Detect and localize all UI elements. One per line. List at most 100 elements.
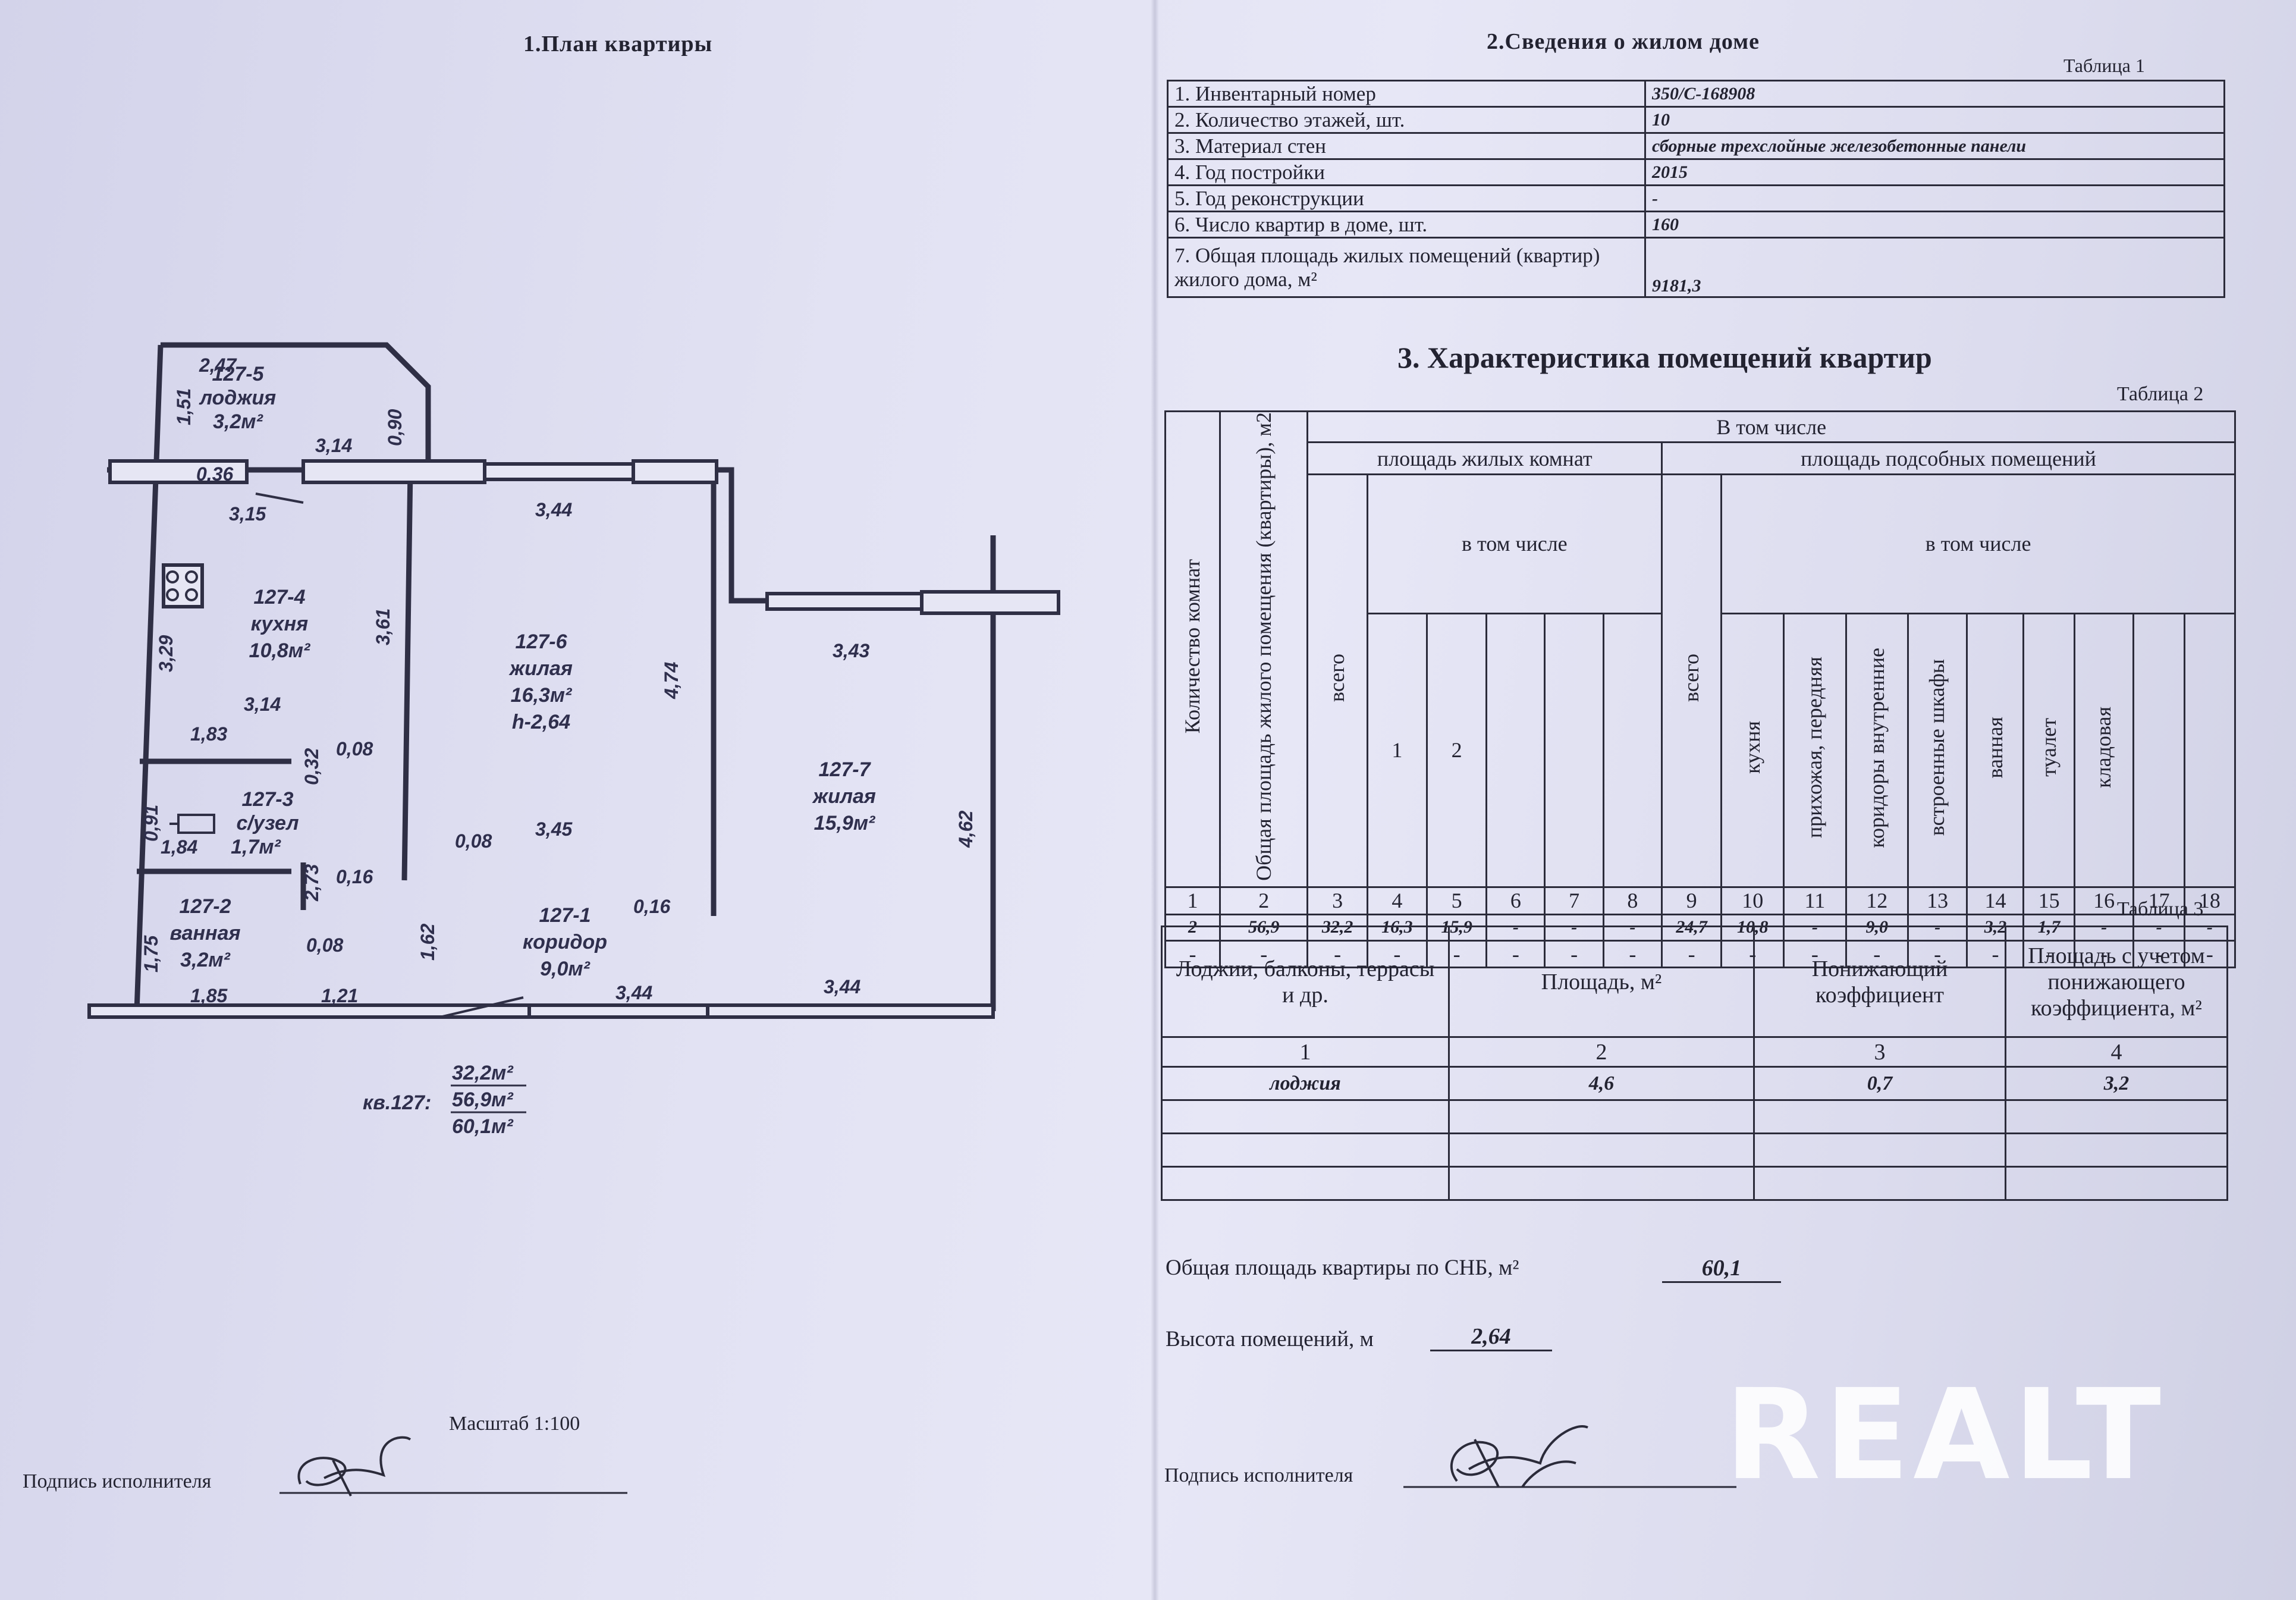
room-label-kitchen-name: кухня — [251, 613, 308, 635]
apt-number: кв.127: — [363, 1091, 431, 1114]
room-label-kitchen-id: 127-4 — [254, 586, 306, 608]
t1-value: 9181,3 — [1644, 237, 2225, 298]
t2-head-room2: 2 — [1425, 612, 1488, 888]
room-height-label: Высота помещений, м — [1166, 1327, 1374, 1351]
t2-num: 5 — [1425, 886, 1488, 915]
signature-label-left: Подпись исполнителя — [23, 1470, 212, 1492]
t1-label: 7. Общая площадь жилых помещений (кварти… — [1167, 237, 1646, 298]
dim-label: 1,85 — [190, 985, 228, 1006]
dim-label: 3,14 — [244, 694, 281, 715]
t1-label: 2. Количество этажей, шт. — [1167, 106, 1646, 134]
t1-value: 10 — [1644, 106, 2225, 134]
section3-title: 3. Характеристика помещений квартир — [1397, 341, 1932, 374]
plan-scale: Масштаб 1:100 — [449, 1413, 580, 1435]
t2-head-closets: встроенные шкафы — [1925, 659, 1949, 836]
total-area-value: 60,1 — [1662, 1255, 1781, 1283]
t2-num: 15 — [2022, 886, 2075, 915]
t2-head-incl: В том числе — [1306, 410, 2236, 443]
dim-label: 3,14 — [315, 435, 352, 456]
t2-head-corridors: коридоры внутренние — [1864, 647, 1889, 848]
dim-label: 4,62 — [955, 811, 976, 848]
dim-label: 2,73 — [301, 864, 322, 902]
t3-head: Площадь, м² — [1448, 926, 1755, 1038]
dim-label: 0,16 — [336, 866, 373, 887]
t2-num: 3 — [1306, 886, 1368, 915]
dim-label: 4,74 — [661, 662, 682, 699]
total-area-label: Общая площадь квартиры по СНБ, м² — [1166, 1256, 1519, 1280]
dim-label: 0,16 — [633, 896, 670, 917]
t2-num: 10 — [1720, 886, 1785, 915]
room-height-value: 2,64 — [1430, 1323, 1552, 1351]
signature-label-right: Подпись исполнителя — [1164, 1464, 1353, 1486]
t3-cell: лоджия — [1161, 1066, 1450, 1101]
apt-total-area: 56,9м² — [452, 1088, 514, 1111]
t3-num: 2 — [1448, 1036, 1755, 1068]
t1-value: 350/С-168908 — [1644, 80, 2225, 108]
table2: Количество комнат Общая площадь жилого п… — [1164, 410, 2237, 968]
dim-label: 3,29 — [155, 635, 177, 672]
t2-head-sub-living: в том числе — [1366, 473, 1663, 614]
table2-caption: Таблица 2 — [2117, 383, 2204, 405]
t2-num: 9 — [1660, 886, 1723, 915]
t3-cell: 3,2 — [2005, 1066, 2228, 1101]
t1-label: 1. Инвентарный номер — [1167, 80, 1646, 108]
dim-label: 1,51 — [173, 388, 194, 425]
dim-label: 1,84 — [161, 836, 197, 858]
t2-num: 4 — [1366, 886, 1428, 915]
dim-label: 3,45 — [535, 818, 573, 840]
dim-label: 0,08 — [455, 830, 492, 852]
dim-label: 0,32 — [301, 748, 322, 785]
t1-value: - — [1644, 184, 2225, 212]
table3-caption: Таблица 3 — [2117, 898, 2204, 920]
room-label-living2-id: 127-7 — [819, 758, 872, 781]
signature-left — [297, 1436, 412, 1497]
t2-head-storage: кладовая — [2091, 707, 2116, 789]
table1-caption: Таблица 1 — [2063, 55, 2145, 76]
t2-num: 6 — [1485, 886, 1546, 915]
dim-label: 3,61 — [372, 608, 394, 645]
t3-head: Площадь с учетом понижающего коэффициент… — [2005, 926, 2228, 1038]
t2-head-room1: 1 — [1366, 612, 1428, 888]
t2-head-living: площадь жилых комнат — [1306, 441, 1663, 475]
plan-wall — [161, 342, 431, 464]
room-label-corridor-id: 127-1 — [539, 904, 591, 927]
room-label-loggia-name: лоджия — [199, 387, 276, 409]
room-label-loggia-id: 127-5 — [212, 363, 265, 385]
dim-label: 0,90 — [384, 409, 406, 446]
t2-head-area: Общая площадь жилого помещения (квартиры… — [1251, 412, 1276, 881]
dim-label: 1,75 — [140, 935, 162, 972]
t1-value: 160 — [1644, 211, 2225, 239]
room-label-bath-name: ванная — [170, 922, 241, 945]
t1-value: сборные трехслойные железобетонные панел… — [1644, 132, 2225, 160]
dim-label: 1,21 — [321, 985, 358, 1006]
t1-label: 3. Материал стен — [1167, 132, 1646, 160]
table3: Лоджии, балконы, террасы и др. Площадь, … — [1161, 926, 2228, 1201]
dim-label: 0,36 — [196, 463, 233, 485]
t1-value: 2015 — [1644, 158, 2225, 186]
dim-label: 3,43 — [833, 640, 869, 661]
room-label-living1-id: 127-6 — [516, 630, 568, 653]
t3-head: Понижающий коэффициент — [1753, 926, 2006, 1038]
room-label-wc-name: с/узел — [236, 812, 299, 834]
t2-head-toilet: туалет — [2036, 718, 2061, 777]
dim-label: 3,44 — [824, 976, 860, 997]
room-label-living1-name: жилая — [508, 657, 573, 680]
dim-label: 2,47 — [199, 354, 237, 376]
room-label-wc-area: 1,7м² — [231, 836, 281, 858]
t2-num: 13 — [1906, 886, 1968, 915]
room-label-bath-id: 127-2 — [180, 895, 231, 918]
t2-head-total: всего — [1325, 654, 1349, 702]
t3-num: 4 — [2005, 1036, 2228, 1068]
t3-cell: 0,7 — [1753, 1066, 2006, 1101]
t1-label: 5. Год реконструкции — [1167, 184, 1646, 212]
section2-title: 2.Сведения о жилом доме — [1487, 29, 1760, 54]
t3-cell: 4,6 — [1448, 1066, 1755, 1101]
room-label-wc-id: 127-3 — [242, 788, 294, 811]
t2-head-hall: прихожая, передняя — [1802, 657, 1827, 839]
t2-num: 17 — [2132, 886, 2185, 915]
realt-watermark: REALT — [1725, 1362, 2165, 1508]
dim-label: 0,91 — [140, 805, 162, 842]
signature-right — [1403, 1425, 1736, 1488]
